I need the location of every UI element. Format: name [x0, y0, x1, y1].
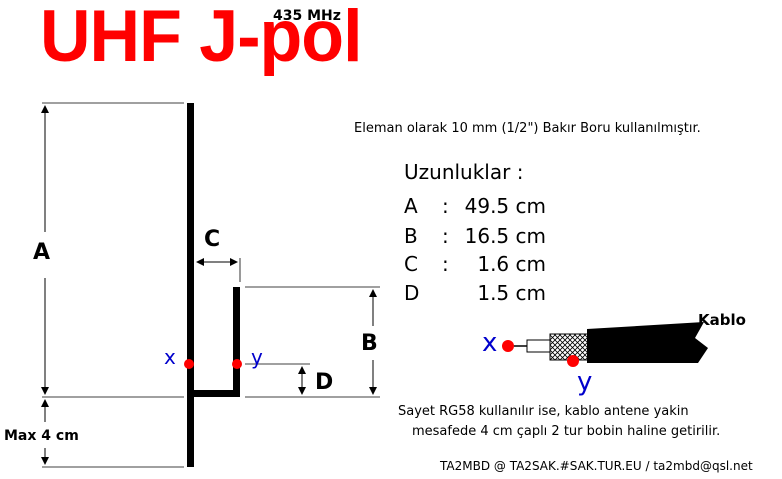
- rg58-note-line2: mesafede 4 cm çaplı 2 tur bobin haline g…: [412, 424, 721, 439]
- length-row-d: D 1.5 cm: [404, 281, 546, 305]
- length-key: B: [404, 224, 418, 248]
- point-label-x: x: [164, 345, 176, 369]
- length-row-c: C: 1.6 cm: [404, 252, 546, 276]
- inner-insulation: [526, 339, 552, 353]
- length-colon: :: [442, 194, 449, 218]
- cable-label-y: y: [577, 367, 593, 397]
- cable-point-y: [567, 355, 579, 367]
- length-value: 1.5 cm: [477, 281, 546, 305]
- braid-shield: [549, 333, 589, 361]
- feed-point-y: [232, 359, 242, 369]
- length-key: D: [404, 281, 420, 305]
- length-value: 16.5 cm: [464, 224, 546, 248]
- lengths-title: Uzunluklar :: [404, 160, 524, 184]
- bottom-connector: [187, 390, 240, 397]
- dim-label-b: B: [361, 331, 378, 356]
- short-element: [233, 287, 240, 397]
- page-title: UHF J-pol: [40, 0, 363, 77]
- max-length-label: Max 4 cm: [4, 428, 79, 444]
- length-row-a: A:49.5 cm: [404, 194, 546, 218]
- feed-point-x: [184, 359, 194, 369]
- length-key: C: [404, 252, 418, 276]
- long-element: [187, 103, 194, 467]
- length-row-b: B:16.5 cm: [404, 224, 546, 248]
- outer-jacket: [587, 322, 708, 363]
- author-footer: TA2MBD @ TA2SAK.#SAK.TUR.EU / ta2mbd@qsl…: [440, 459, 753, 473]
- length-value: 49.5 cm: [464, 194, 546, 218]
- length-colon: :: [442, 252, 449, 276]
- cable-point-x: [502, 340, 514, 352]
- dim-label-a: A: [33, 240, 51, 265]
- frequency-label: 435 MHz: [273, 8, 341, 24]
- dim-label-c: C: [204, 227, 221, 252]
- dim-label-d: D: [315, 370, 334, 395]
- point-label-y: y: [251, 345, 263, 369]
- length-value: 1.6 cm: [477, 252, 546, 276]
- material-description: Eleman olarak 10 mm (1/2") Bakır Boru ku…: [354, 121, 701, 136]
- length-colon: :: [442, 224, 449, 248]
- rg58-note-line1: Sayet RG58 kullanılır ise, kablo antene …: [398, 404, 689, 419]
- length-key: A: [404, 194, 418, 218]
- cable-label-x: x: [482, 328, 498, 358]
- cable-label: Kablo: [698, 311, 746, 329]
